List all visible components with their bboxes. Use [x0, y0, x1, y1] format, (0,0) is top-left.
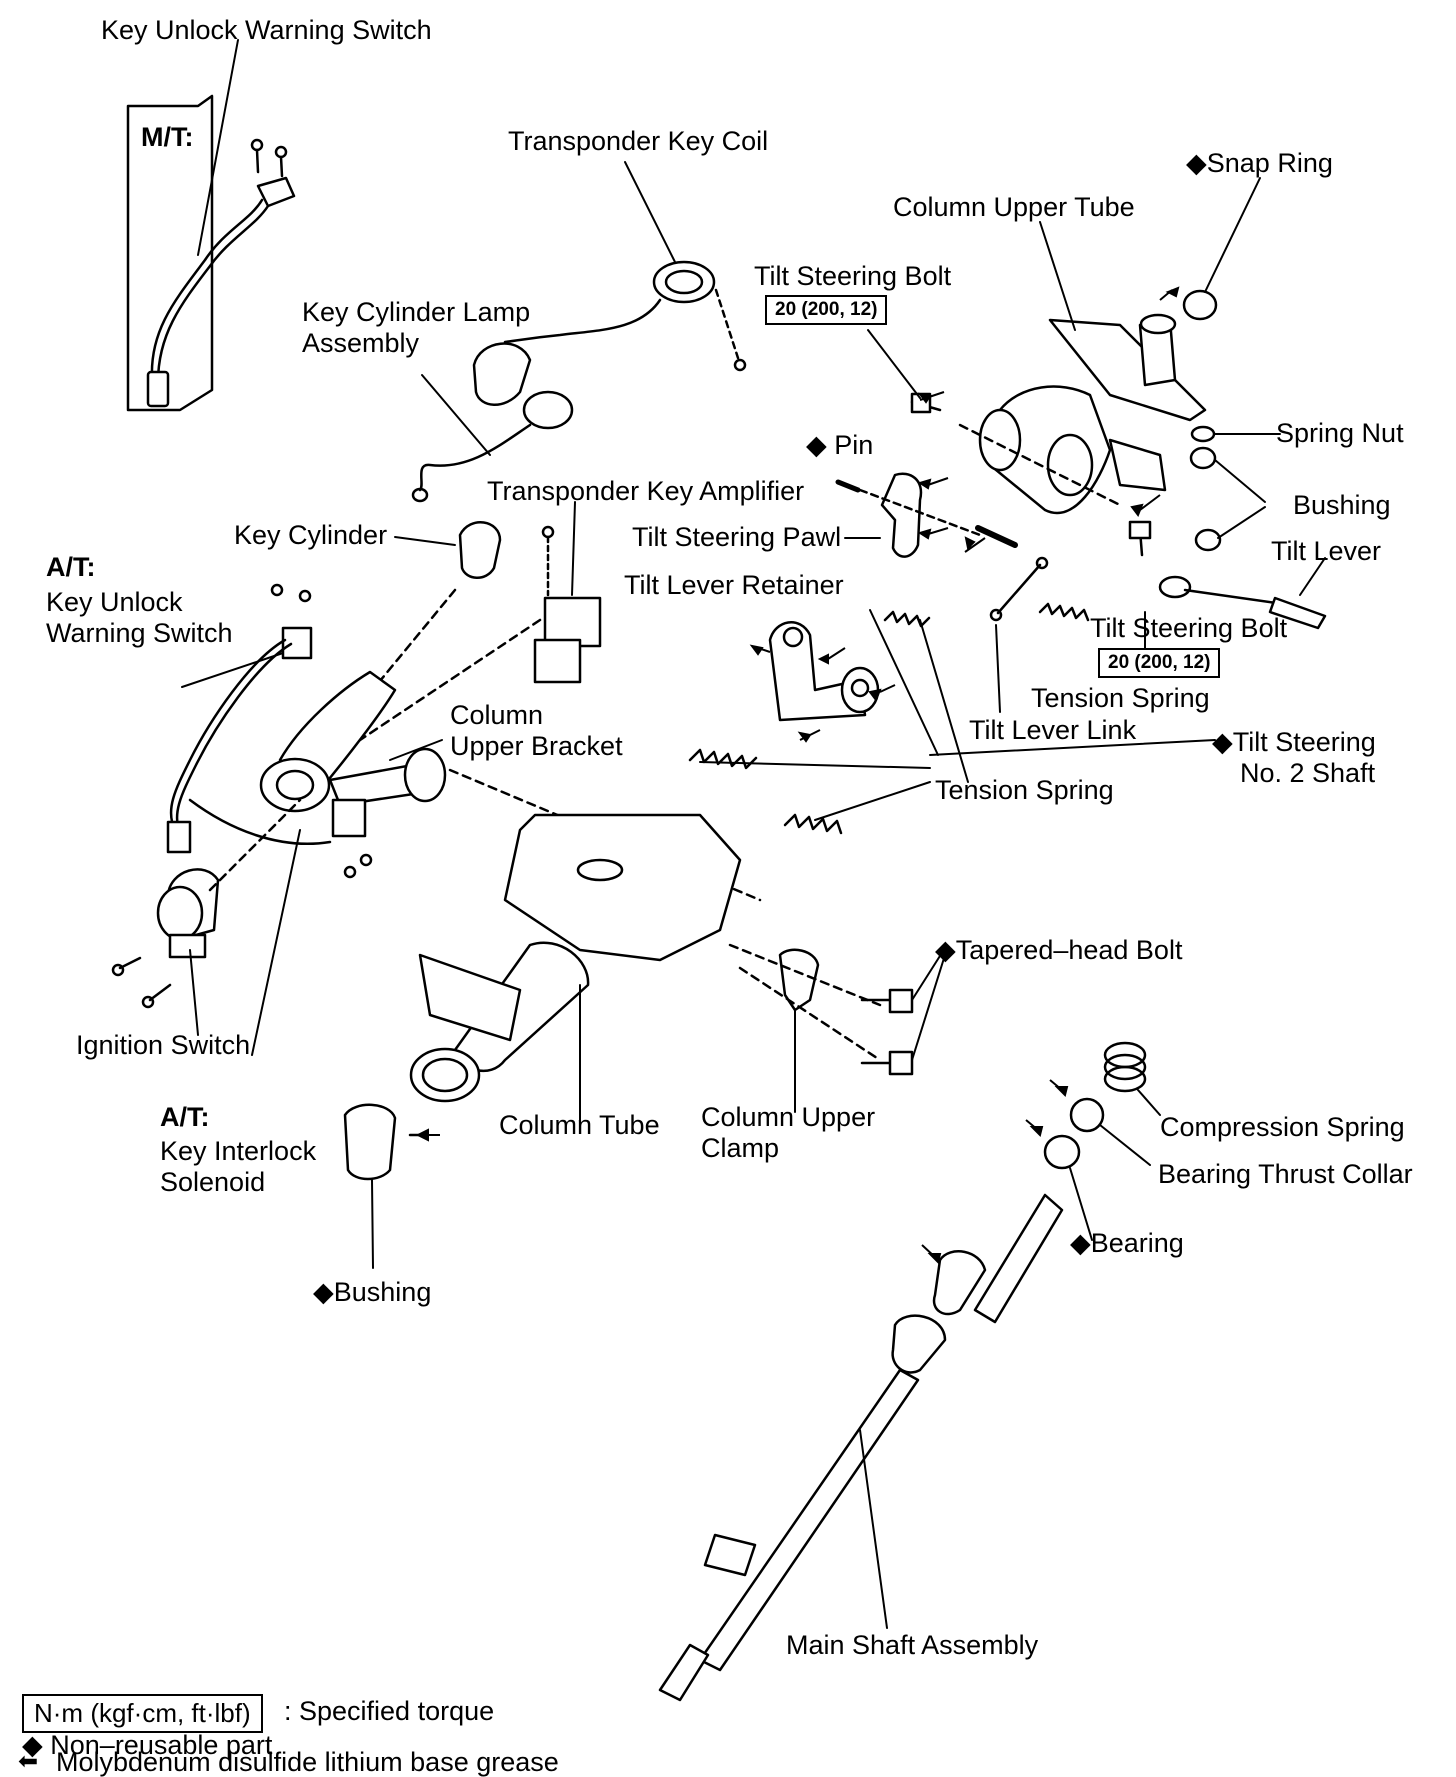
label-pin: ◆ Pin: [806, 430, 874, 460]
column-tube: [409, 813, 742, 1103]
compression-spring: [1103, 1041, 1147, 1093]
label-column-upper-bracket-1: Column: [450, 700, 544, 730]
tilt-lever-retainer: [768, 621, 880, 722]
legend-grease: Molybdenum disulfide lithium base grease: [56, 1747, 559, 1777]
grease-arrows: [415, 286, 1180, 1264]
label-key-unlock-at-2: Warning Switch: [46, 618, 233, 648]
label-column-upper-clamp-1: Column Upper: [701, 1102, 876, 1132]
label-key-unlock-at-1: Key Unlock: [46, 587, 183, 617]
label-bearing-thrust-collar: Bearing Thrust Collar: [1158, 1159, 1413, 1189]
spring-nut-and-bushings: [1189, 425, 1222, 552]
label-tilt-lever-retainer: Tilt Lever Retainer: [624, 570, 844, 600]
torque-box-top: 20 (200, 12): [765, 295, 888, 325]
tilt-steering-bolt-mid: [1128, 520, 1152, 557]
label-bushing-bottom: ◆Bushing: [313, 1277, 432, 1307]
label-tapered-head-bolt: ◆Tapered–head Bolt: [935, 935, 1183, 965]
label-column-upper-tube: Column Upper Tube: [893, 192, 1135, 222]
label-key-interlock-1: Key Interlock: [160, 1136, 317, 1166]
key-interlock-solenoid-bushing: [343, 1103, 422, 1181]
column-upper-bracket: [259, 670, 762, 902]
label-bushing-right: Bushing: [1293, 490, 1391, 520]
label-bearing: ◆Bearing: [1070, 1228, 1184, 1258]
label-column-upper-bracket-2: Upper Bracket: [450, 731, 623, 761]
column-upper-clamp: [778, 948, 820, 1012]
label-at-tag-2: A/T:: [160, 1102, 210, 1132]
label-key-interlock-2: Solenoid: [160, 1167, 266, 1197]
legend-torque-desc: : Specified torque: [284, 1696, 495, 1726]
column-upper-tube: [958, 313, 1207, 514]
pin-pawl-shaft: [835, 472, 1018, 558]
label-main-shaft-assembly: Main Shaft Assembly: [786, 1630, 1039, 1660]
tension-spring-top: [883, 610, 931, 628]
label-tilt-no2-shaft-1: ◆Tilt Steering: [1212, 727, 1376, 757]
transponder-key-amplifier: [316, 525, 602, 770]
label-tilt-steering-pawl: Tilt Steering Pawl: [632, 522, 842, 552]
tension-spring-bottom: [783, 813, 843, 835]
label-tilt-lever: Tilt Lever: [1271, 536, 1382, 566]
legend-non-reusable: ◆ Non–reusable part: [22, 1730, 273, 1760]
label-key-cylinder: Key Cylinder: [234, 520, 388, 550]
tension-spring-left: [688, 748, 758, 770]
label-column-upper-clamp-2: Clamp: [701, 1133, 780, 1163]
tapered-head-bolts: [860, 988, 914, 1076]
transponder-key-coil: [503, 260, 747, 372]
label-transponder-key-amplifier: Transponder Key Amplifier: [487, 476, 805, 506]
torque-box-mid: 20 (200, 12): [1098, 648, 1221, 678]
key-cylinder: [458, 521, 502, 579]
leader-lines: [181, 39, 1326, 1629]
label-tilt-steering-bolt-mid: Tilt Steering Bolt: [1090, 613, 1288, 643]
label-tilt-lever-link: Tilt Lever Link: [969, 715, 1137, 745]
label-compression-spring: Compression Spring: [1160, 1112, 1405, 1142]
label-tension-spring-mid: Tension Spring: [935, 775, 1114, 805]
label-mt-tag: M/T:: [141, 122, 194, 152]
snap-ring: [1182, 289, 1218, 321]
tilt-lever-link: [989, 556, 1049, 622]
label-tilt-no2-shaft-2: No. 2 Shaft: [1240, 758, 1376, 788]
label-snap-ring: ◆Snap Ring: [1186, 148, 1333, 178]
tension-spring-right: [1038, 602, 1090, 622]
label-key-cylinder-lamp-1: Key Cylinder Lamp: [302, 297, 531, 327]
label-key-unlock-warning-switch-mt: Key Unlock Warning Switch: [101, 15, 432, 45]
key-cylinder-lamp-assembly: [411, 342, 574, 503]
label-key-cylinder-lamp-2: Assembly: [302, 328, 420, 358]
label-tilt-steering-bolt-top: Tilt Steering Bolt: [754, 261, 952, 291]
label-column-tube: Column Tube: [499, 1110, 660, 1140]
label-transponder-key-coil: Transponder Key Coil: [508, 126, 769, 156]
legend-grease-arrow-icon: ⬅: [18, 1748, 39, 1775]
main-shaft-assembly: [658, 1193, 1064, 1702]
tilt-lever: [1158, 575, 1327, 630]
mt-inset-frame: [126, 94, 214, 412]
bearing: [1043, 1134, 1081, 1170]
label-tension-spring-right: Tension Spring: [1031, 683, 1210, 713]
ignition-switch: [111, 798, 302, 1009]
label-ignition-switch: Ignition Switch: [76, 1030, 251, 1060]
label-spring-nut: Spring Nut: [1276, 418, 1404, 448]
legend-torque-box: N·m (kgf·cm, ft·lbf): [22, 1694, 263, 1733]
label-at-tag-1: A/T:: [46, 552, 96, 582]
mt-key-unlock-switch: [146, 138, 296, 408]
bearing-thrust-collar: [1069, 1097, 1105, 1133]
